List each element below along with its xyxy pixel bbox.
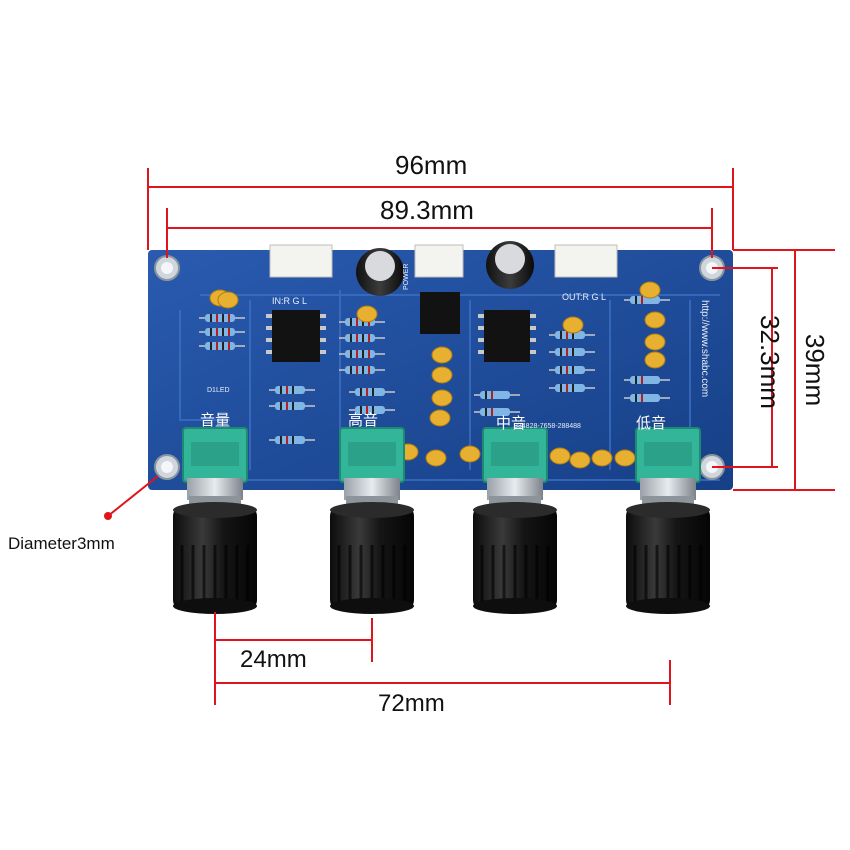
ceramic-capacitor <box>431 389 453 407</box>
potentiometer-knobs <box>173 427 710 614</box>
resistor <box>474 391 520 399</box>
part-number: 334828-7658-288488 <box>514 423 581 430</box>
resistor <box>549 366 595 374</box>
ceramic-capacitor <box>459 445 481 463</box>
resistor <box>549 331 595 339</box>
ceramic-capacitor <box>569 451 591 469</box>
ceramic-capacitor <box>217 291 239 309</box>
resistor <box>199 342 245 350</box>
led-label: D1LED <box>207 387 230 394</box>
ceramic-capacitor <box>425 449 447 467</box>
resistor <box>349 406 395 414</box>
power-label: POWER <box>403 264 410 290</box>
resistor <box>199 314 245 322</box>
ceramic-capacitor <box>562 316 584 334</box>
connectors <box>269 244 618 278</box>
hole-diameter-label: Diameter3mm <box>8 534 115 553</box>
resistor <box>269 436 315 444</box>
overall-width-label: 96mm <box>395 150 468 180</box>
knob-assembly <box>473 427 557 614</box>
ic-chips <box>266 292 536 362</box>
volume-label: 音量 <box>200 412 230 429</box>
electrolytic-capacitors <box>356 241 534 296</box>
resistor <box>624 394 670 402</box>
resistor <box>199 328 245 336</box>
ceramic-capacitors <box>209 281 666 469</box>
resistors <box>199 296 670 444</box>
resistor <box>269 386 315 394</box>
knob-assembly <box>173 427 257 614</box>
knob-pitch-label: 24mm <box>240 646 307 673</box>
knob-assembly <box>330 427 414 614</box>
out-header-label: OUT:R G L <box>562 292 606 302</box>
bass-label: 低音 <box>636 415 666 432</box>
hole-spacing-x-label: 89.3mm <box>380 195 474 225</box>
ceramic-capacitor <box>639 281 661 299</box>
resistor <box>549 348 595 356</box>
ceramic-capacitor <box>356 305 378 323</box>
overall-height-label: 39mm <box>800 333 830 407</box>
resistor <box>549 384 595 392</box>
url-label: http://www.shabc.com <box>699 300 710 397</box>
mid-label: 中音 <box>496 415 526 432</box>
leader-dot <box>104 512 112 520</box>
ceramic-capacitor <box>429 409 451 427</box>
ceramic-capacitor <box>614 449 636 467</box>
knob-span-label: 72mm <box>378 690 445 717</box>
resistor <box>349 388 395 396</box>
silkscreen: IN:R G L OUT:R G L POWER http://www.shab… <box>200 264 710 432</box>
resistor <box>339 350 385 358</box>
ceramic-capacitor <box>431 346 453 364</box>
dimension-lines <box>107 168 835 705</box>
resistor <box>339 334 385 342</box>
resistor <box>339 366 385 374</box>
in-header-label: IN:R G L <box>272 296 307 306</box>
resistor <box>624 376 670 384</box>
ceramic-capacitor <box>644 333 666 351</box>
ceramic-capacitor <box>431 366 453 384</box>
ceramic-capacitor <box>591 449 613 467</box>
ceramic-capacitor <box>644 351 666 369</box>
ceramic-capacitor <box>644 311 666 329</box>
ceramic-capacitor <box>549 447 571 465</box>
treble-label: 高音 <box>348 412 378 429</box>
knob-assembly <box>626 427 710 614</box>
resistor <box>474 408 520 416</box>
hole-spacing-y-label: 32.3mm <box>755 315 785 409</box>
resistor <box>269 402 315 410</box>
